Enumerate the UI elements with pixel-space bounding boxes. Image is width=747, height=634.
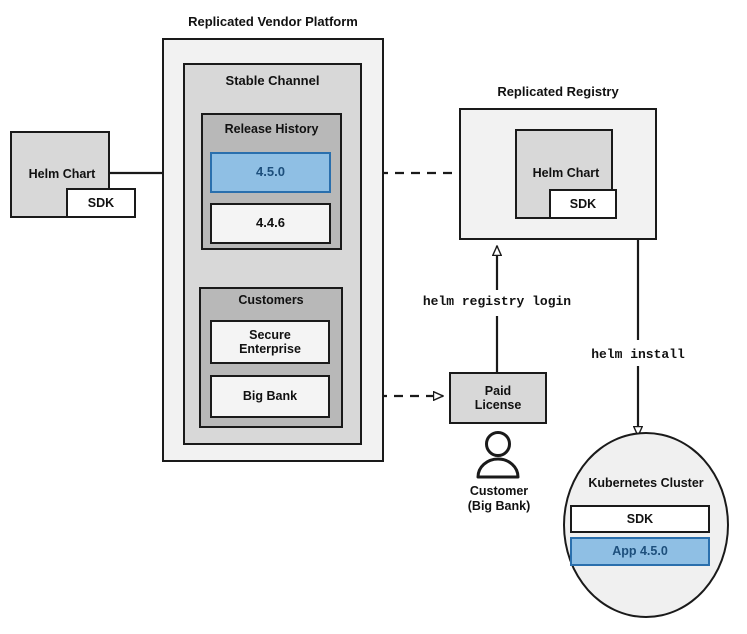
release-item-4-4-6[interactable]: 4.4.6: [210, 203, 331, 244]
customer-item-big-bank[interactable]: Big Bank: [210, 375, 330, 418]
platform-title: Replicated Vendor Platform: [188, 14, 358, 29]
customer-big-bank-label: Big Bank: [242, 389, 298, 404]
customer-secure-enterprise-label: Secure Enterprise: [239, 327, 301, 356]
source-sdk-box[interactable]: SDK: [66, 188, 136, 218]
kubernetes-cluster-title: Kubernetes Cluster: [588, 476, 704, 490]
stable-channel-title: Stable Channel: [225, 73, 320, 88]
source-helm-chart-box[interactable]: Helm Chart SDK: [10, 131, 136, 218]
paid-license-label: Paid License: [474, 383, 522, 412]
person-icon: [476, 431, 520, 479]
registry-sdk-box[interactable]: SDK: [549, 189, 617, 219]
paid-license-box[interactable]: Paid License: [449, 372, 547, 424]
registry-title: Replicated Registry: [497, 84, 619, 99]
registry-helm-chart-label: Helm Chart: [532, 166, 600, 180]
customers-title: Customers: [238, 293, 304, 307]
source-helm-chart-label: Helm Chart: [28, 167, 96, 181]
command-helm-registry-login: helm registry login: [422, 294, 572, 309]
customer-item-secure-enterprise[interactable]: Secure Enterprise: [210, 320, 330, 364]
customer-person-label: Customer (Big Bank): [467, 484, 531, 513]
registry-helm-chart-box[interactable]: Helm Chart SDK: [515, 129, 617, 219]
cluster-item-app[interactable]: App 4.5.0: [570, 537, 710, 566]
release-item-4-5-0[interactable]: 4.5.0: [210, 152, 331, 193]
cluster-item-sdk[interactable]: SDK: [570, 505, 710, 533]
release-history-title: Release History: [224, 122, 319, 136]
command-helm-install: helm install: [591, 347, 685, 362]
